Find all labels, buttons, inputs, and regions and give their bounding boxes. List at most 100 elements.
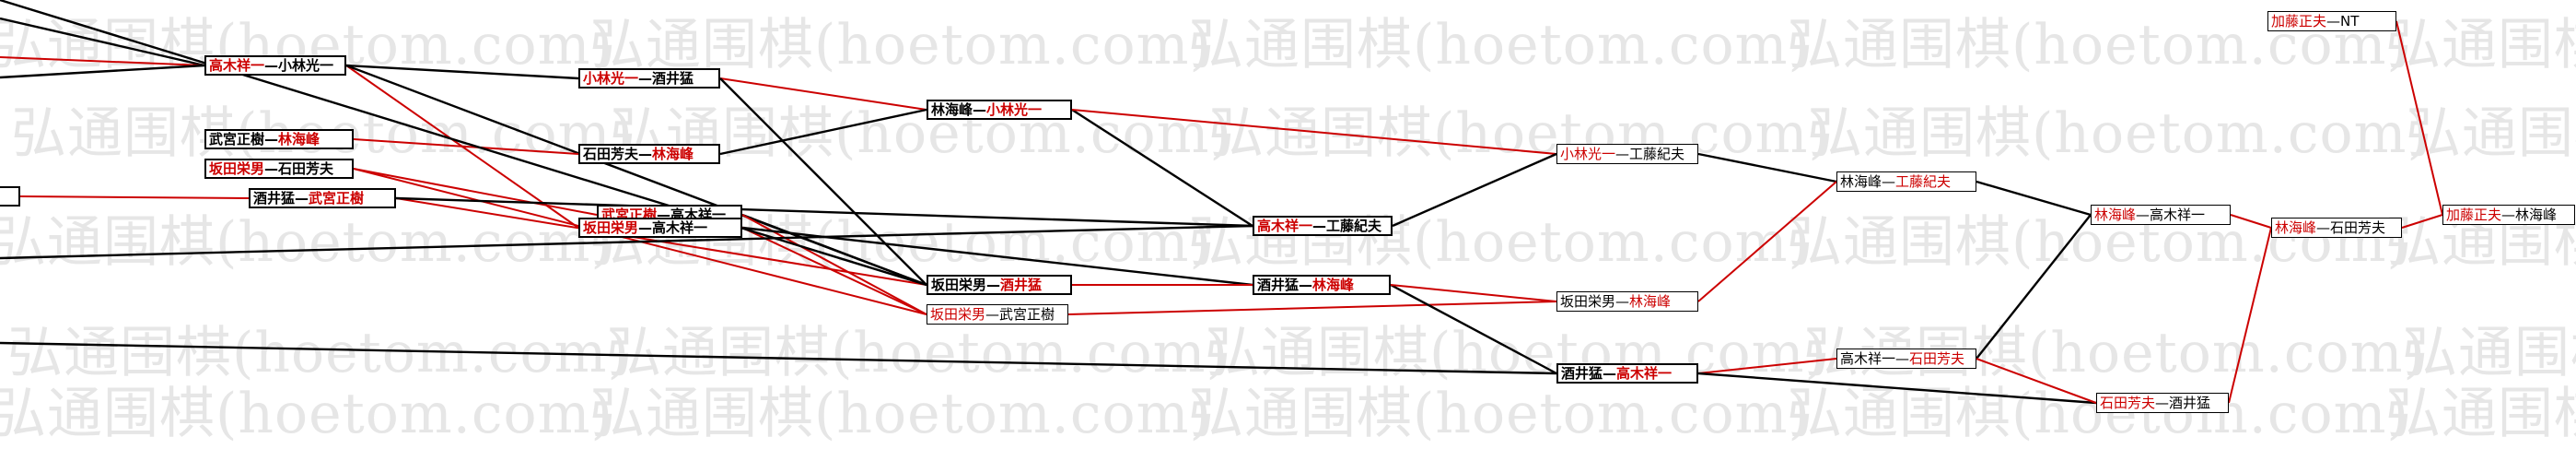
connector-line <box>1697 152 1837 183</box>
match-node[interactable]: 高木祥一—工藤紀夫 <box>1253 216 1393 236</box>
separator: — <box>638 219 653 236</box>
separator: — <box>295 190 309 207</box>
player-name: 酒井猛 <box>253 190 296 207</box>
connector-line <box>1071 108 1253 228</box>
player-name: 坂田栄男 <box>209 160 265 177</box>
separator: — <box>1615 146 1630 162</box>
separator: — <box>638 70 653 87</box>
connector-lines <box>0 0 2443 405</box>
separator: — <box>1312 218 1327 234</box>
player-name: 武宮正樹 <box>209 131 265 148</box>
connector-line <box>1976 214 2092 360</box>
entry-line <box>0 17 205 67</box>
connector-line <box>2228 227 2272 404</box>
match-node[interactable]: 石田芳夫—林海峰 <box>578 144 720 164</box>
connector-line <box>1071 109 1557 155</box>
match-node[interactable]: 坂田栄男—酒井猛 <box>927 275 1072 295</box>
player-name: 高木祥一 <box>1616 365 1673 382</box>
player-name: 酒井猛 <box>652 70 694 87</box>
player-name: 林海峰 <box>2275 219 2317 236</box>
player-name: 高木祥一 <box>209 57 265 74</box>
match-node[interactable]: 坂田栄男—武宮正樹 <box>927 304 1068 325</box>
entry-line <box>19 195 250 199</box>
connector-line <box>345 64 579 80</box>
separator: — <box>2136 207 2151 223</box>
player-name: 加藤正夫 <box>2271 13 2327 30</box>
match-node[interactable]: 酒井猛—武宮正樹 <box>249 188 396 208</box>
entry-line <box>0 224 1253 260</box>
connector-line <box>353 168 598 216</box>
match-node[interactable]: 林海峰—高木祥一 <box>2091 205 2231 225</box>
connector-line <box>719 108 927 156</box>
player-name: 石田芳夫 <box>278 160 334 177</box>
match-node[interactable]: 武宮正樹—林海峰 <box>204 129 354 149</box>
player-name: 酒井猛 <box>1561 365 1603 382</box>
player-name: NT <box>2340 13 2360 30</box>
match-node[interactable]: 酒井猛—林海峰 <box>1253 275 1391 295</box>
match-node[interactable]: 加藤正夫—NT <box>2267 11 2396 31</box>
player-name: 石田芳夫 <box>583 146 639 162</box>
match-node[interactable]: 林海峰—工藤紀夫 <box>1836 171 1976 192</box>
entry-line <box>0 0 927 287</box>
separator: — <box>264 131 279 148</box>
separator: — <box>264 57 279 74</box>
separator: — <box>638 146 653 162</box>
match-node[interactable]: 坂田栄男—高木祥一 <box>578 218 742 238</box>
connector-line <box>1390 284 1557 302</box>
player-name: 酒井猛 <box>2169 395 2211 411</box>
match-node[interactable]: 加藤正夫—林海峰 <box>2442 205 2575 225</box>
player-name: 高木祥一 <box>1840 350 1896 367</box>
match-node[interactable] <box>0 186 20 207</box>
match-node[interactable]: 小林光一—酒井猛 <box>578 68 720 89</box>
connector-line <box>719 77 927 111</box>
connector-line <box>1976 180 2092 217</box>
separator: — <box>986 277 1001 293</box>
player-name: 小林光一 <box>986 101 1043 118</box>
player-name: 坂田栄男 <box>583 219 639 236</box>
player-name: 林海峰 <box>278 131 321 148</box>
player-name: 林海峰 <box>1312 277 1355 293</box>
connector-line <box>741 227 927 315</box>
separator: — <box>1615 293 1630 310</box>
player-name: 坂田栄男 <box>930 306 986 323</box>
separator: — <box>2326 13 2341 30</box>
player-name: 酒井猛 <box>1257 277 1300 293</box>
separator: — <box>2316 219 2331 236</box>
connector-line <box>1697 358 1837 374</box>
connector-line <box>1976 358 2097 404</box>
player-name: 林海峰 <box>1629 293 1672 310</box>
match-node[interactable]: 酒井猛—高木祥一 <box>1556 363 1698 384</box>
connector-line <box>1697 181 1837 302</box>
separator: — <box>2155 395 2170 411</box>
entry-line <box>0 56 205 66</box>
match-node[interactable]: 林海峰—小林光一 <box>927 100 1072 120</box>
player-name: 工藤紀夫 <box>1326 218 1382 234</box>
connector-line <box>1392 152 1557 228</box>
player-name: 工藤紀夫 <box>1629 146 1685 162</box>
match-node[interactable]: 坂田栄男—石田芳夫 <box>204 159 354 179</box>
player-name: 工藤紀夫 <box>1895 173 1952 190</box>
connector-line <box>395 196 1253 228</box>
separator: — <box>985 306 1000 323</box>
match-node[interactable]: 小林光一—工藤紀夫 <box>1556 144 1698 164</box>
separator: — <box>1895 350 1910 367</box>
separator: — <box>1299 277 1313 293</box>
match-node[interactable]: 石田芳夫—酒井猛 <box>2096 393 2229 413</box>
player-name: 小林光一 <box>278 57 334 74</box>
connector-line <box>2230 214 2272 229</box>
player-name: 林海峰 <box>931 101 973 118</box>
match-node[interactable]: 高木祥一—石田芳夫 <box>1836 349 1976 369</box>
connector-line <box>2401 214 2443 229</box>
player-name: 酒井猛 <box>1000 277 1043 293</box>
match-node[interactable]: 高木祥一—小林光一 <box>204 55 346 76</box>
player-name: 武宮正樹 <box>999 306 1055 323</box>
match-node[interactable]: 坂田栄男—林海峰 <box>1556 291 1698 312</box>
player-name: 加藤正夫 <box>2446 207 2502 223</box>
player-name: 石田芳夫 <box>2330 219 2386 236</box>
connector-line <box>1697 372 2097 405</box>
match-node[interactable]: 林海峰—石田芳夫 <box>2271 218 2402 238</box>
connector-line <box>353 138 579 155</box>
player-name: 林海峰 <box>2094 207 2137 223</box>
player-name: 石田芳夫 <box>2100 395 2156 411</box>
